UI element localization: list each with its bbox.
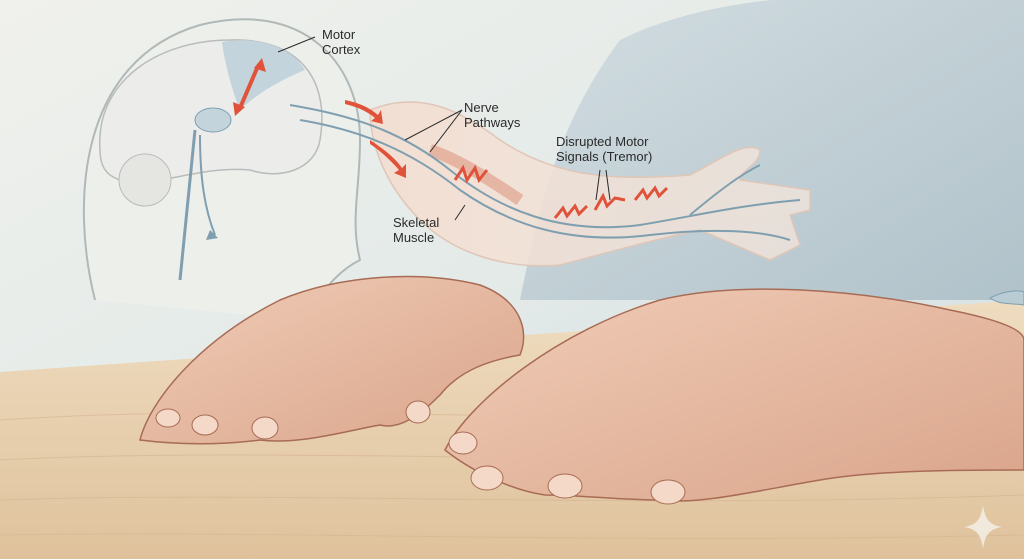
left-hand — [139, 275, 525, 445]
tremor-zigzags — [453, 164, 669, 219]
sparkle-icon — [964, 505, 1002, 549]
label-disrupted-signals: Disrupted Motor Signals (Tremor) — [556, 134, 653, 164]
arrowhead-down-icon — [233, 102, 245, 116]
cortex-signal-arrow — [238, 65, 260, 109]
nerve-pathways — [289, 104, 801, 241]
leader-lines — [277, 36, 611, 221]
signal-arrows — [345, 100, 406, 178]
right-hand-nails — [448, 431, 686, 505]
left-hand-nails — [155, 400, 431, 440]
right-cuff — [989, 290, 1024, 306]
label-nerve-pathways: Nerve Pathways — [464, 100, 521, 130]
right-hand — [444, 288, 1024, 502]
label-skeletal-muscle: Skeletal Muscle — [393, 215, 440, 245]
spinal-nerve — [178, 129, 197, 281]
thalamus — [194, 107, 232, 133]
arrowhead-up-icon — [254, 58, 266, 72]
descending-nerve — [199, 134, 216, 236]
motor-cortex — [222, 40, 305, 110]
cerebellum — [118, 153, 172, 207]
descending-arrow-icon — [206, 230, 218, 240]
label-motor-cortex: Motor Cortex — [322, 27, 361, 57]
